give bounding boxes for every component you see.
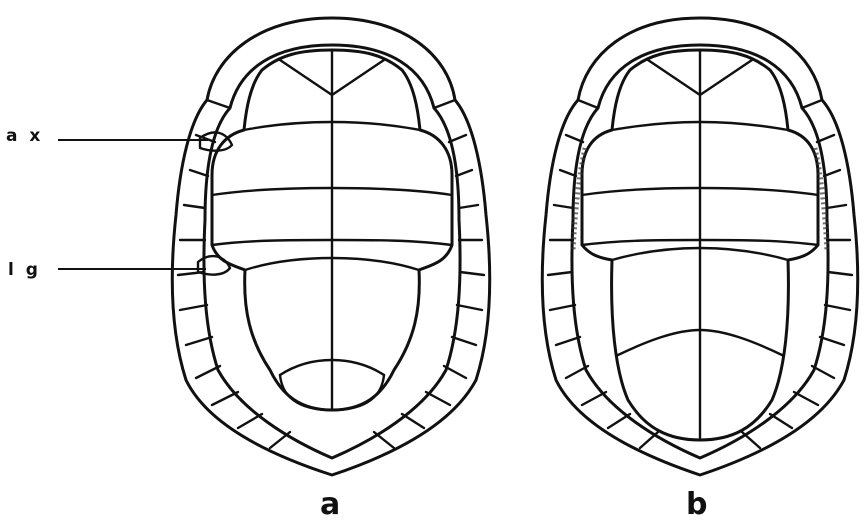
gular-scutes-b [648, 50, 752, 440]
annotation-ax: a x [6, 126, 208, 146]
panel-label-a: a [320, 487, 340, 521]
plastron-a [172, 18, 489, 475]
gular-scutes-a [280, 50, 384, 410]
label-lg: l g [8, 260, 41, 280]
label-ax: a x [6, 126, 43, 146]
panel-label-b: b [686, 487, 707, 521]
annotation-lg: l g [8, 260, 206, 280]
plastron-b [542, 18, 857, 475]
